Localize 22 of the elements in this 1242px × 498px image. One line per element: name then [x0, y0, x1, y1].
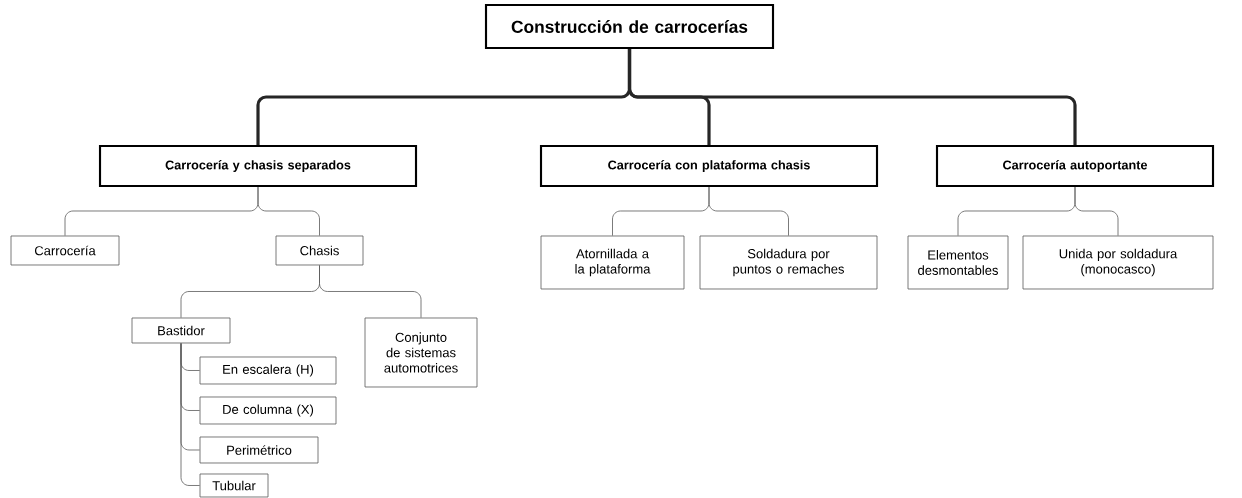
connector [708, 186, 789, 236]
title-box: Construcción de carrocerías [484, 3, 775, 50]
item-box: Conjunto de sistemas automotrices [364, 317, 478, 388]
item-box: Elementos desmontables [907, 235, 1009, 290]
item-box: Chasis [275, 235, 364, 266]
category-box: Carrocería autoportante [935, 144, 1215, 188]
item-box: Carrocería [10, 235, 120, 266]
connector [1074, 186, 1119, 236]
category-box: Carrocería y chasis separados [98, 144, 418, 188]
item-box: De columna (X) [199, 396, 337, 425]
connector [319, 265, 422, 318]
item-box: Soldadura por puntos o remaches [699, 235, 878, 290]
connector [257, 186, 320, 236]
connector [627, 49, 1077, 145]
item-box: Atornillada a la plataforma [540, 235, 685, 290]
item-box: En escalera (H) [199, 356, 337, 385]
item-box: Tubular [199, 473, 269, 498]
connector [180, 343, 200, 486]
item-box: Perimétrico [199, 436, 319, 464]
category-box: Carrocería con plataforma chasis [539, 144, 879, 188]
item-box: Unida por soldadura (monocasco) [1022, 235, 1214, 290]
item-box: Bastidor [131, 317, 231, 344]
